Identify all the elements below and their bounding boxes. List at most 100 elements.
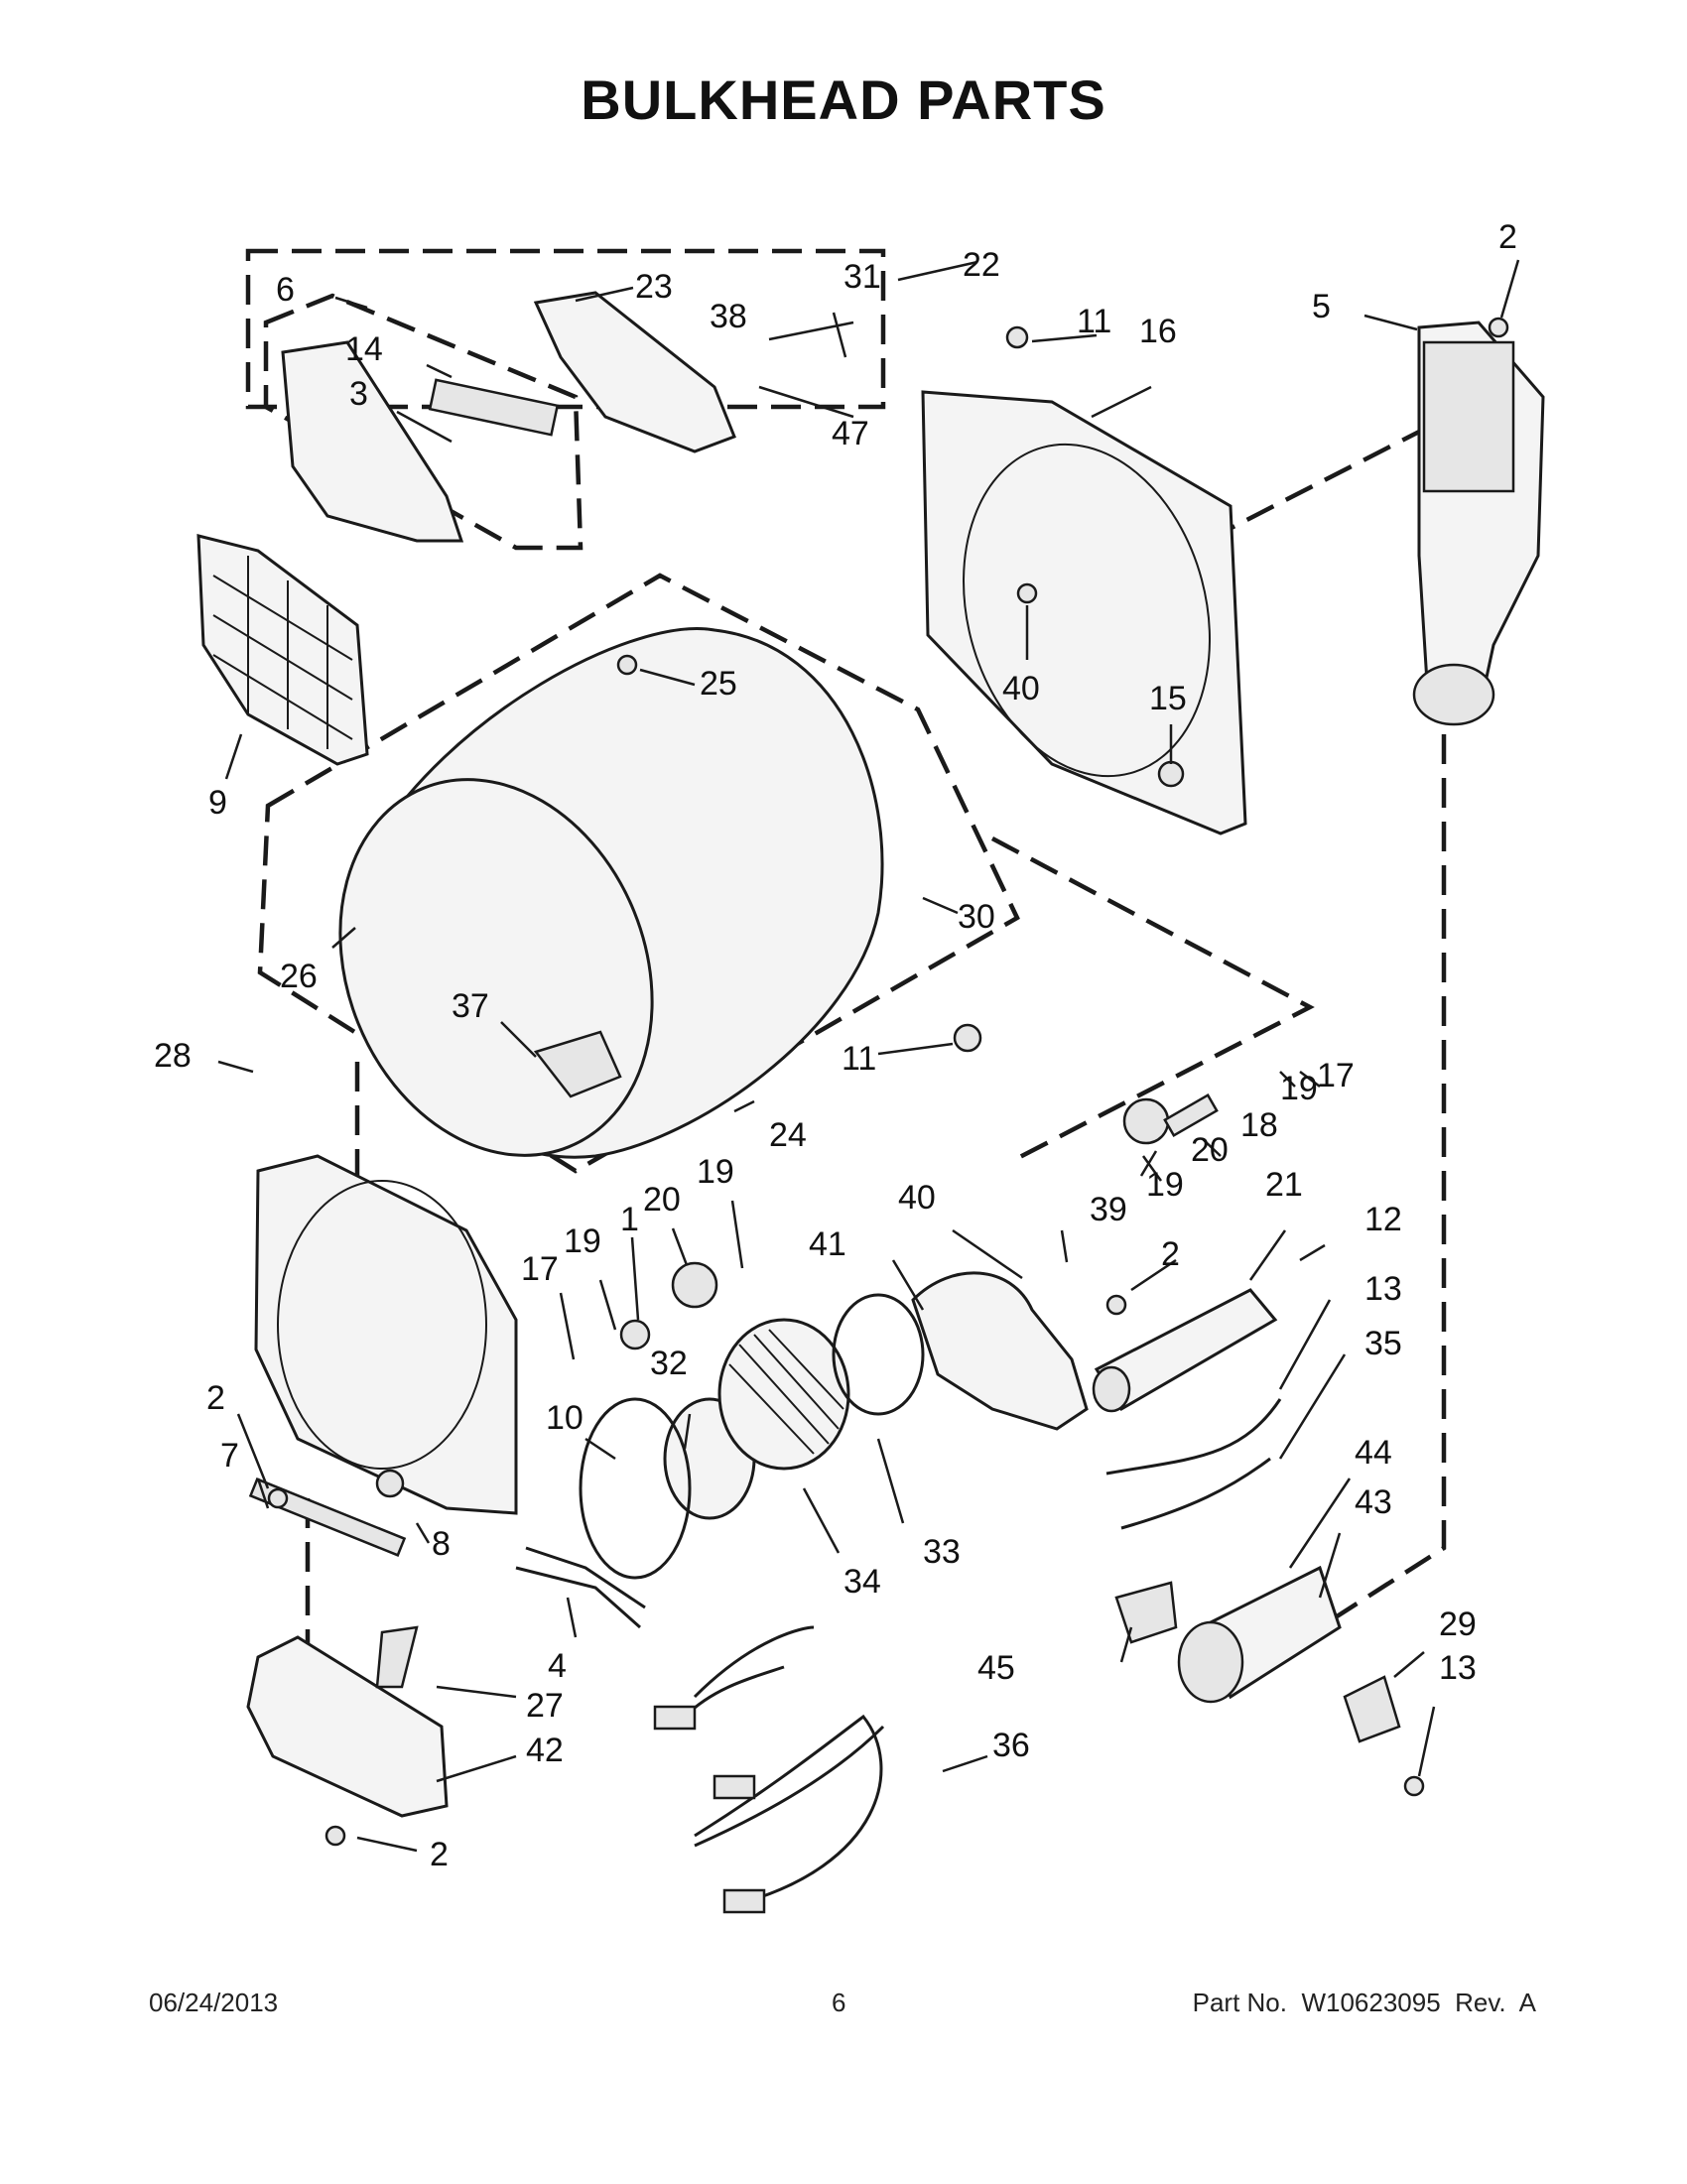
callout-27: 27 xyxy=(526,1687,564,1725)
callout-41: 41 xyxy=(809,1225,846,1263)
callout-14: 14 xyxy=(345,330,383,368)
callout-19-right-a: 19 xyxy=(1280,1070,1318,1107)
callout-2-top: 2 xyxy=(1498,218,1517,256)
duct-seal xyxy=(375,1625,419,1689)
harness-connector-c xyxy=(722,1888,766,1914)
callout-26: 26 xyxy=(280,958,318,995)
rear-bulkhead-group-outline xyxy=(990,836,1315,1163)
duct-outlet xyxy=(1412,663,1495,726)
sensor-wire xyxy=(1105,1398,1282,1530)
blower-gasket xyxy=(832,1293,925,1416)
callout-2-bottom: 2 xyxy=(430,1836,449,1873)
front-bulkhead-opening xyxy=(277,1180,487,1470)
callout-18: 18 xyxy=(1240,1106,1278,1144)
callout-36: 36 xyxy=(992,1727,1030,1764)
callout-22: 22 xyxy=(963,246,1000,284)
front-bulkhead xyxy=(254,1154,518,1515)
callout-13-mid: 13 xyxy=(1364,1270,1402,1308)
leader-lines xyxy=(217,259,1520,1853)
callout-19-mid-top: 19 xyxy=(697,1153,734,1191)
callout-39: 39 xyxy=(1090,1191,1127,1228)
air-duct xyxy=(246,1635,449,1818)
callout-29: 29 xyxy=(1439,1606,1477,1643)
drum-group-outline xyxy=(257,573,1020,1174)
switch-harness xyxy=(515,1546,646,1629)
callout-19-mid: 19 xyxy=(564,1222,601,1260)
nut-11 xyxy=(1005,325,1029,349)
callout-24: 24 xyxy=(769,1116,807,1154)
callout-33: 33 xyxy=(923,1533,961,1571)
callout-6: 6 xyxy=(276,271,295,309)
footer-part-number: Part No. W10623095 Rev. A xyxy=(1192,1988,1536,2017)
callout-1: 1 xyxy=(620,1201,639,1238)
callout-17-mid: 17 xyxy=(521,1250,559,1288)
callout-9: 9 xyxy=(208,784,227,822)
drum-baffle xyxy=(533,1030,622,1098)
callout-37: 37 xyxy=(452,987,489,1025)
screw-40 xyxy=(1016,582,1038,604)
callout-42: 42 xyxy=(526,1732,564,1769)
callout-8: 8 xyxy=(432,1525,451,1563)
motor-end xyxy=(1177,1620,1244,1704)
callout-4: 4 xyxy=(548,1647,567,1685)
drum-shaft xyxy=(1163,1092,1219,1138)
control-housing xyxy=(281,340,464,543)
screw-2-left xyxy=(267,1487,289,1509)
callout-32: 32 xyxy=(650,1345,688,1382)
lint-screen xyxy=(196,534,369,766)
callout-21: 21 xyxy=(1265,1166,1303,1204)
callout-34: 34 xyxy=(844,1563,881,1601)
callout-40-top: 40 xyxy=(1002,670,1040,707)
callout-28: 28 xyxy=(154,1037,192,1075)
callout-16: 16 xyxy=(1139,313,1177,350)
thermal-fuse-15 xyxy=(1157,760,1185,788)
callout-5: 5 xyxy=(1312,288,1331,325)
bracket-group-outline xyxy=(263,293,584,551)
callout-25: 25 xyxy=(700,665,737,703)
thermistor-bracket xyxy=(1343,1675,1401,1743)
rear-bulkhead xyxy=(921,390,1247,835)
screw-13-bottom xyxy=(1403,1775,1425,1797)
callout-12: 12 xyxy=(1364,1201,1402,1238)
control-housing-group-outline xyxy=(245,248,886,410)
screw-top-right xyxy=(1488,317,1509,338)
bearing-cup xyxy=(1122,1097,1170,1145)
callout-15: 15 xyxy=(1149,680,1187,717)
callout-30: 30 xyxy=(958,898,995,936)
kick-bar xyxy=(248,1477,407,1557)
callout-3: 3 xyxy=(349,375,368,413)
callout-17-right: 17 xyxy=(1317,1057,1355,1094)
blower-wheel-fins xyxy=(728,1329,844,1455)
motor-bracket xyxy=(1114,1581,1178,1644)
callout-2-mid: 2 xyxy=(1161,1235,1180,1273)
heater-end xyxy=(1092,1365,1131,1413)
callout-45: 45 xyxy=(977,1649,1015,1687)
footer-page-number: 6 xyxy=(832,1988,846,2017)
callout-47: 47 xyxy=(832,415,869,452)
screw-2-mid xyxy=(1105,1294,1127,1316)
callout-10: 10 xyxy=(546,1399,584,1437)
callout-2-left: 2 xyxy=(206,1379,225,1417)
callout-35: 35 xyxy=(1364,1325,1402,1362)
lint-screen-mesh xyxy=(212,556,353,749)
glide-8 xyxy=(375,1469,405,1498)
callout-31: 31 xyxy=(844,258,881,296)
screw-25 xyxy=(616,654,638,676)
callout-44: 44 xyxy=(1355,1434,1392,1472)
callout-38: 38 xyxy=(710,298,747,335)
harness-connector-b xyxy=(713,1774,756,1800)
axle xyxy=(619,1319,651,1350)
callout-23: 23 xyxy=(635,268,673,306)
callout-13-bottom: 13 xyxy=(1439,1649,1477,1687)
led-board xyxy=(428,378,560,437)
duct-screen xyxy=(1422,340,1515,493)
callout-11-top: 11 xyxy=(1077,303,1111,340)
switch-11 xyxy=(953,1023,982,1053)
footer-date: 06/24/2013 xyxy=(149,1988,279,2017)
drum-seal xyxy=(579,1397,692,1580)
page-title: BULKHEAD PARTS xyxy=(581,68,1106,131)
callout-40-mid: 40 xyxy=(898,1179,936,1217)
blower-housing xyxy=(911,1271,1089,1431)
callout-11-mid: 11 xyxy=(842,1040,876,1078)
